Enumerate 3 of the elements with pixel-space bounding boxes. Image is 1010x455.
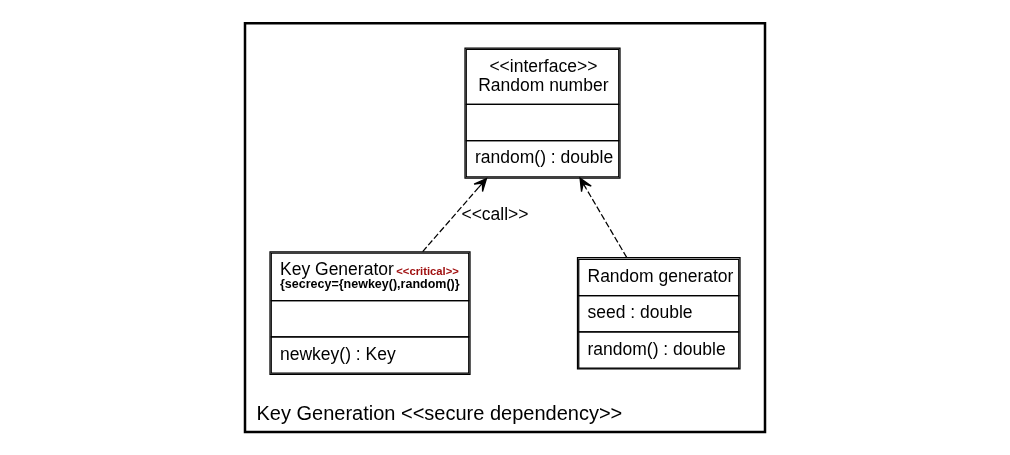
arrow bbox=[422, 177, 488, 253]
arrow bbox=[579, 177, 628, 258]
edge-label: <<call>> bbox=[461, 203, 529, 224]
